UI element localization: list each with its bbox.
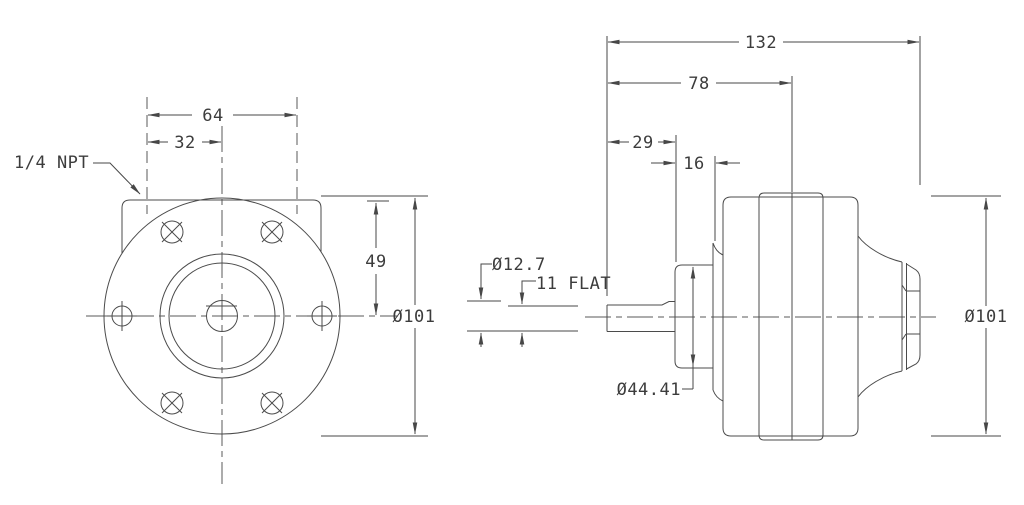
flange-circle (103, 197, 341, 435)
dim-32-text: 32 (174, 133, 195, 153)
shaft-top-edge (607, 301, 675, 306)
motor-body-band (758, 192, 824, 441)
shaft-bore-circle (206, 300, 238, 332)
side-view: 132 78 29 16 Ø12.7 (467, 33, 1008, 441)
dim-shaft-dia-text: Ø12.7 (492, 255, 546, 275)
nut-facet-corner (901, 284, 907, 292)
dim-dia101-front-text: Ø101 (393, 307, 436, 327)
dim-64-text: 64 (202, 106, 223, 126)
dim-78-text: 78 (688, 74, 709, 94)
pilot-recess-circle (168, 262, 276, 370)
dim-shaft-flat-text: 11 FLAT (536, 274, 611, 294)
dim-132-text: 132 (745, 33, 777, 53)
dim-78: 78 (607, 74, 792, 94)
dim-29-text: 29 (632, 133, 653, 153)
output-shaft (606, 301, 675, 332)
dim-64: 64 (147, 106, 297, 126)
dim-hub-dia: Ø44.41 (617, 266, 696, 400)
dim-49-text: 49 (365, 252, 386, 272)
npt-callout: 1/4 NPT (14, 153, 141, 195)
dim-49: 49 (365, 200, 389, 316)
face-plate-fillet (712, 242, 724, 256)
dim-32: 32 (147, 133, 222, 153)
rear-ogee-bottom (857, 370, 903, 398)
dim-dia101-front: Ø101 (321, 195, 436, 437)
dim-shaft-dia: Ø12.7 11 FLAT (467, 255, 611, 347)
bolt-hole-cross (161, 392, 183, 414)
bolt-hole-circle (260, 220, 284, 244)
dim-16: 16 (651, 154, 740, 174)
bolt-hole-cross (161, 221, 183, 243)
bolt-hole-cross (261, 392, 283, 414)
pilot-boss-circle (159, 253, 285, 379)
npt-label: 1/4 NPT (14, 153, 89, 173)
npt-leader (93, 162, 141, 195)
bolt-hole-top-right (260, 220, 284, 244)
motor-body-outline (722, 196, 859, 437)
bolt-hole-circle (160, 220, 184, 244)
muffler-nut-outline (906, 263, 921, 370)
face-plate-fillet (712, 389, 724, 402)
dia-leader (478, 263, 492, 300)
dim-132: 132 (607, 33, 920, 53)
dim-16-text: 16 (683, 154, 704, 174)
side-hole-left (107, 301, 137, 331)
mounting-plate-outline (121, 199, 322, 253)
side-hole-right (307, 301, 337, 331)
dim-29: 29 (607, 133, 676, 153)
bolt-hole-cross (261, 221, 283, 243)
dim-dia101-side: Ø101 (931, 195, 1008, 437)
nut-facet-corner (901, 333, 907, 341)
bolt-hole-bottom-right (260, 391, 284, 415)
bolt-hole-circle (160, 391, 184, 415)
front-view: 64 32 1/4 NPT 49 Ø101 (14, 97, 435, 484)
shaft-hub-outline (674, 264, 713, 369)
bolt-hole-circle (260, 391, 284, 415)
rear-ogee-top (857, 235, 903, 263)
front-face-plate (712, 242, 724, 402)
dim-dia101-side-text: Ø101 (965, 307, 1008, 327)
dim-hub-dia-text: Ø44.41 (617, 380, 681, 400)
bolt-hole-bottom-left (160, 391, 184, 415)
bolt-hole-top-left (160, 220, 184, 244)
flat-leader (519, 280, 536, 305)
rear-cap (857, 235, 921, 398)
